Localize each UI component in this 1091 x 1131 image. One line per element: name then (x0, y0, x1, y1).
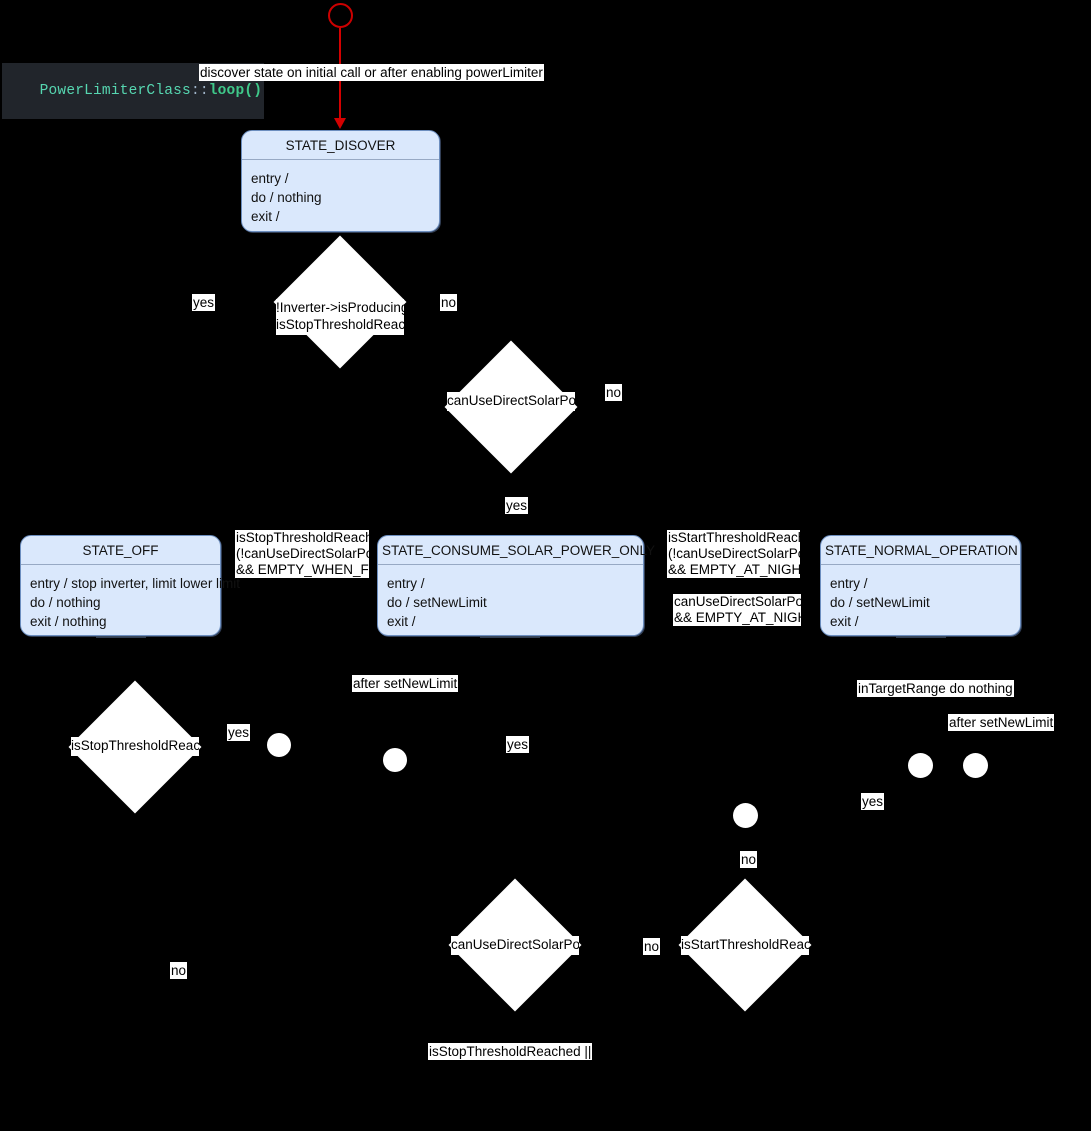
state-body-state-normal-operation: entry / do / setNewLimit exit / (830, 576, 930, 629)
edge-label-yes-consume-solar: yes (506, 736, 530, 753)
edge-label-no-right-top: no (440, 294, 458, 311)
start-transition-arrowhead (334, 118, 346, 129)
edge-label-yes-stop-threshold: yes (227, 724, 251, 741)
code-scope-operator: :: (190, 83, 209, 99)
start-transition-label: discover state on initial call or after … (199, 64, 544, 81)
state-normal-bottom-stub (896, 636, 946, 638)
decision-label-can-use-direct-solar-power-top: canUseDirectSolarPower (447, 392, 575, 411)
edge-label-after-set-new-limit-right: after setNewLimit (948, 714, 1055, 731)
decision-label-is-stop-threshold-reached: isStopThresholdReached (71, 737, 199, 756)
state-body-state-discover: entry / do / nothing exit / (251, 171, 322, 224)
state-consume-bottom-stub (480, 636, 540, 638)
decision-label-inverter-producing: !Inverter->isProducing || isStopThreshol… (276, 299, 404, 335)
state-box-state-normal-operation[interactable]: STATE_NORMAL_OPERATION entry / do / setN… (820, 535, 1021, 636)
junction-node-right-1[interactable] (908, 753, 933, 778)
edge-label-no-left-bottom: no (170, 962, 188, 979)
edge-label-no-far-right-top: no (605, 384, 623, 401)
state-body-state-off: entry / stop inverter, limit lower limit… (30, 576, 241, 629)
state-title-state-consume-solar-power-only: STATE_CONSUME_SOLAR_POWER_ONLY (378, 536, 655, 565)
junction-node-right-2[interactable] (963, 753, 988, 778)
guard-label-is-stop-threshold-reached-or: isStopThresholdReached || (428, 1043, 593, 1060)
decision-label-can-use-direct-solar-power-bottom: canUseDirectSolarPower (451, 936, 579, 955)
start-node-circle[interactable] (328, 3, 353, 28)
junction-node-left-1[interactable] (267, 733, 291, 757)
guard-label-stop-threshold-or-full: isStopThresholdReached || (!canUseDirect… (235, 530, 399, 578)
edge-label-no-mid-bottom: no (643, 938, 661, 955)
state-body-state-consume-solar-power-only: entry / do / setNewLimit exit / (387, 576, 487, 629)
edge-label-yes-under-solar: yes (505, 497, 529, 514)
junction-node-left-2[interactable] (383, 748, 407, 772)
junction-node-middle[interactable] (733, 803, 758, 828)
code-function: loop() (208, 83, 263, 99)
state-box-state-discover[interactable]: STATE_DISOVER entry / do / nothing exit … (241, 130, 440, 232)
edge-label-yes-left-top: yes (192, 294, 216, 311)
state-title-state-off: STATE_OFF (21, 536, 220, 565)
state-title-state-normal-operation: STATE_NORMAL_OPERATION (821, 536, 1020, 565)
edge-label-no-above-start-threshold: no (740, 851, 758, 868)
guard-label-start-threshold-or-night: isStartThresholdReached || (!canUseDirec… (667, 530, 831, 578)
code-namespace: PowerLimiterClass (39, 83, 191, 99)
decision-label-is-start-threshold-reached: isStartThresholdReached (681, 936, 809, 955)
edge-label-after-set-new-limit-left: after setNewLimit (352, 675, 459, 692)
guard-label-can-use-direct-solar-night: canUseDirectSolarPower && EMPTY_AT_NIGHT (673, 594, 825, 626)
state-box-state-off[interactable]: STATE_OFF entry / stop inverter, limit l… (20, 535, 241, 636)
state-title-state-discover: STATE_DISOVER (242, 131, 439, 160)
state-off-bottom-stub (96, 636, 146, 638)
guard-label-in-target-range: inTargetRange do nothing (857, 680, 1014, 697)
edge-label-yes-normal-op: yes (861, 793, 885, 810)
state-box-state-consume-solar-power-only[interactable]: STATE_CONSUME_SOLAR_POWER_ONLY entry / d… (377, 535, 655, 636)
